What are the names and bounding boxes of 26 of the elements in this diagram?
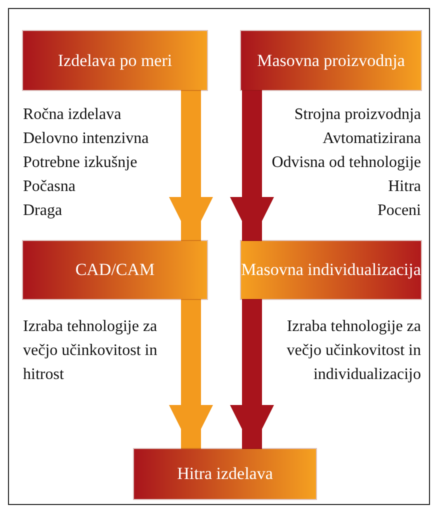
process-box: [23, 31, 207, 90]
description-text: Počasna: [23, 177, 76, 197]
box-label: Hitra izdelava: [177, 464, 273, 484]
box-label: Masovna individualizacija: [241, 260, 421, 280]
description-text: Potrebne izkušnje: [23, 153, 138, 173]
box-label: Izdelava po meri: [58, 50, 172, 70]
arrow: [169, 299, 213, 449]
description-text: Izraba tehnologije za večjo učinkovitost in individualizacijo: [286, 317, 421, 385]
process-box: [241, 241, 421, 299]
description-text: Poceni: [377, 201, 421, 221]
box-label: Masovna proizvodnja: [257, 50, 405, 70]
arrow: [230, 90, 274, 241]
description-text: Izraba tehnologije za večjo učinkovitost in hitrost: [23, 317, 158, 385]
description-text: Ročna izdelava: [23, 105, 122, 125]
process-box: [241, 31, 421, 90]
description-text: Draga: [23, 201, 62, 221]
description-text: Strojna proizvodnja: [294, 105, 421, 125]
description-text: Hitra: [388, 177, 421, 197]
arrow: [169, 90, 213, 241]
process-box: [134, 449, 316, 499]
box-label: CAD/CAM: [75, 260, 155, 280]
description-text: Odvisna od tehnologije: [272, 153, 421, 173]
description-text: Delovno intenzivna: [23, 129, 149, 149]
description-text: Avtomatizirana: [322, 129, 421, 149]
arrow: [230, 299, 274, 449]
process-box: [23, 241, 207, 299]
